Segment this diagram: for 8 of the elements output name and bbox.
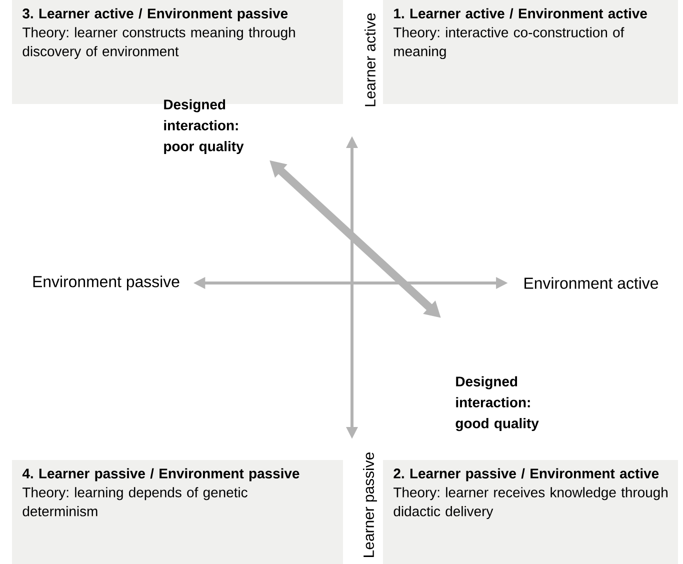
quadrant-box: 1. Learner active / Environment active Theory: interactive co-construction of meaning bbox=[383, 0, 678, 104]
axis-label: Learner active bbox=[364, 13, 376, 106]
arrow-label: Designed interaction: good quality bbox=[456, 376, 539, 432]
axis-label: Environment active bbox=[524, 277, 658, 289]
axis-label: Environment passive bbox=[33, 276, 180, 290]
axis-label: Learner passive bbox=[363, 452, 377, 557]
quadrant-box: 4. Learner passive / Environment passive Theory: learning depends of genetic determinism bbox=[12, 460, 343, 564]
quadrant-box: 2. Learner passive / Environment active Theory: learner receives knowledge through didactic delivery bbox=[383, 460, 678, 564]
